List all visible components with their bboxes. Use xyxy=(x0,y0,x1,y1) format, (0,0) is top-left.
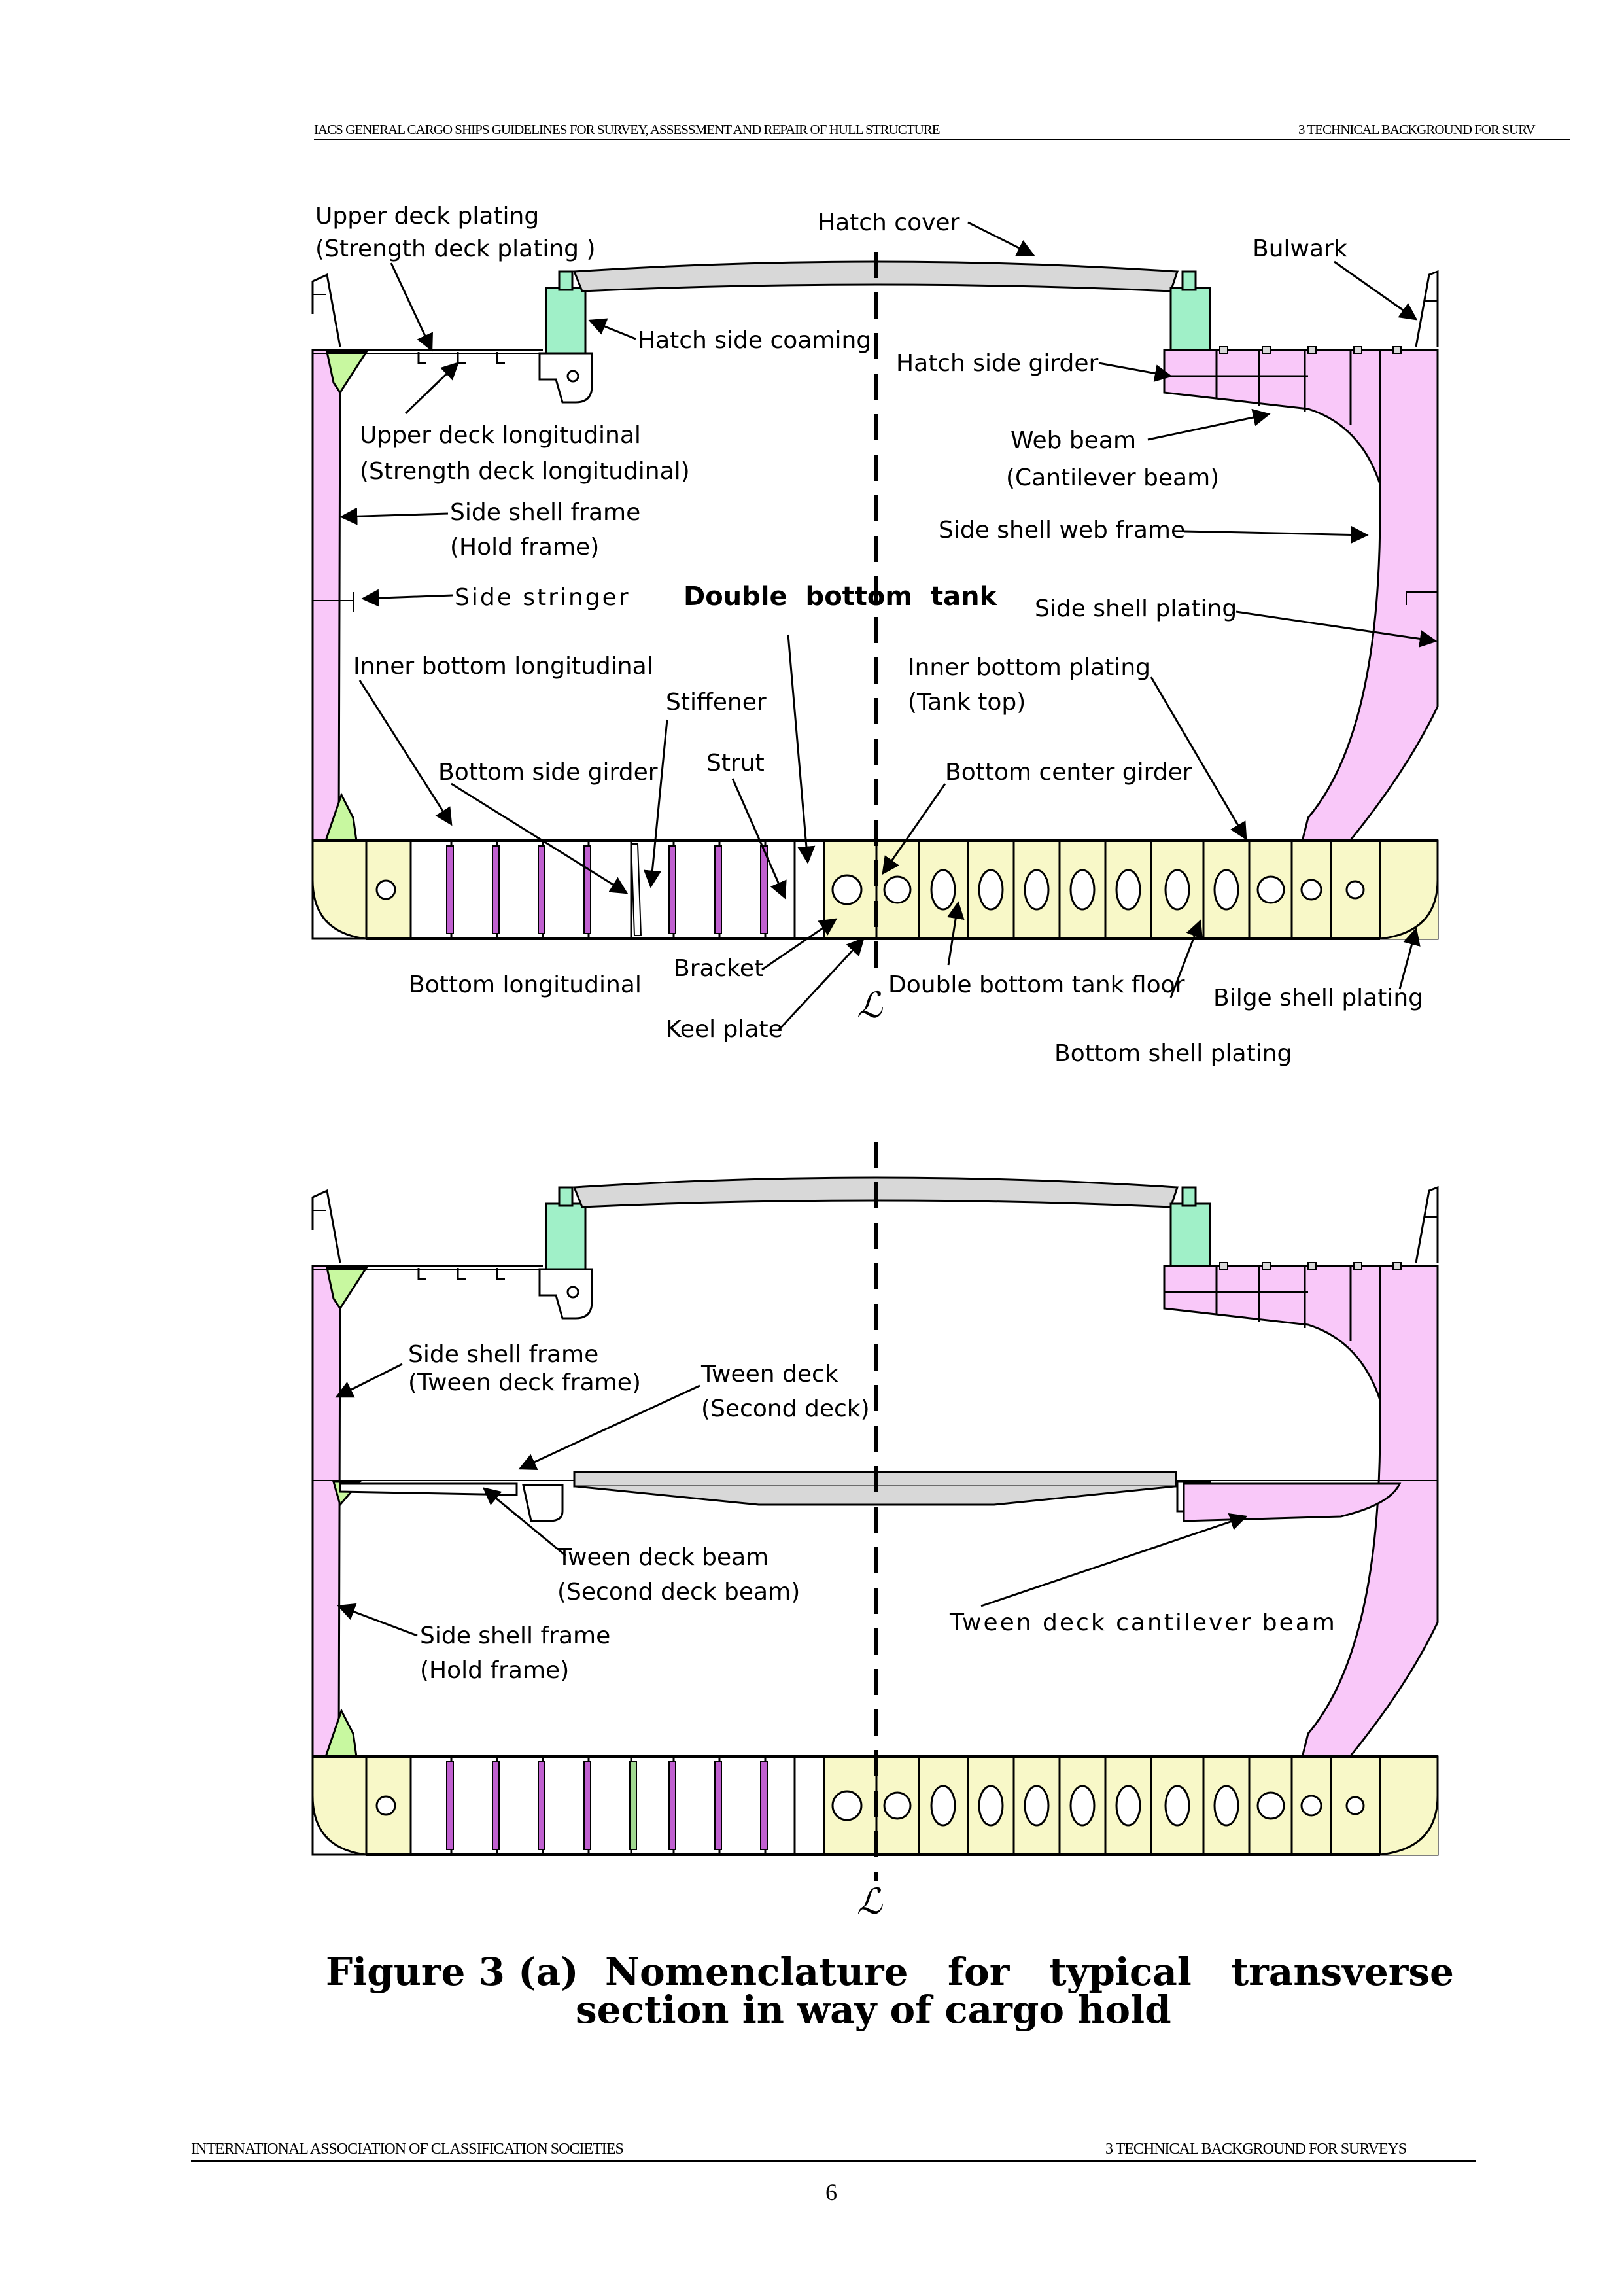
label-tween-deck: Tween deck xyxy=(700,1361,838,1388)
label-hold-frame: (Hold frame) xyxy=(450,534,599,561)
footer-right: 3 TECHNICAL BACKGROUND FOR SURVEYS xyxy=(1105,2141,1407,2158)
label-hatch-side-girder: Hatch side girder xyxy=(896,350,1099,377)
label-side-stringer: Side stringer xyxy=(455,584,631,611)
label-side-shell-frame-hold: Side shell frame xyxy=(420,1622,610,1649)
label-stiffener: Stiffener xyxy=(666,689,767,716)
label-bottom-longitudinal: Bottom longitudinal xyxy=(409,972,642,998)
label-bulwark: Bulwark xyxy=(1253,236,1347,262)
label-second-deck-beam: (Second deck beam) xyxy=(557,1579,800,1605)
page-number: 6 xyxy=(825,2179,837,2205)
label-double-bottom-tank: Double bottom tank xyxy=(683,582,998,612)
label-bracket: Bracket xyxy=(674,955,763,982)
label-tank-top: (Tank top) xyxy=(908,689,1026,716)
header-left: IACS GENERAL CARGO SHIPS GUIDELINES FOR … xyxy=(314,122,941,137)
label-side-shell-web-frame: Side shell web frame xyxy=(939,517,1185,544)
label-side-shell-frame-tween: Side shell frame xyxy=(408,1341,598,1368)
label-tween-deck-cantilever-beam: Tween deck cantilever beam xyxy=(949,1609,1337,1636)
label-keel-plate: Keel plate xyxy=(666,1016,783,1043)
header-right: 3 TECHNICAL BACKGROUND FOR SURV xyxy=(1298,122,1536,137)
label-strength-deck-longitudinal: (Strength deck longitudinal) xyxy=(360,458,690,485)
label-bottom-center-girder: Bottom center girder xyxy=(945,759,1192,786)
figure-caption-line1: Figure 3 (a) Nomenclature for typical tr… xyxy=(326,1950,1454,1994)
header-rule xyxy=(314,139,1570,140)
top-section: Upper deck plating (Strength deck platin… xyxy=(311,203,1439,1067)
leader-lines-bottom xyxy=(335,1363,1248,1637)
label-bilge-shell-plating: Bilge shell plating xyxy=(1213,985,1423,1011)
label-strut: Strut xyxy=(706,750,765,777)
centerline-symbol-bottom: ℒ xyxy=(857,1881,883,1922)
centerline-symbol-top: ℒ xyxy=(857,985,883,1026)
leader-lines-top xyxy=(339,221,1438,1032)
label-side-shell-plating: Side shell plating xyxy=(1035,595,1237,622)
label-cantilever-beam: (Cantilever beam) xyxy=(1006,464,1219,491)
label-bottom-shell-plating: Bottom shell plating xyxy=(1054,1040,1292,1067)
label-web-beam: Web beam xyxy=(1011,427,1136,454)
label-strength-deck-plating: (Strength deck plating ) xyxy=(315,236,595,262)
label-second-deck: (Second deck) xyxy=(701,1395,870,1422)
label-hatch-side-coaming: Hatch side coaming xyxy=(638,327,871,354)
label-upper-deck-longitudinal: Upper deck longitudinal xyxy=(360,422,641,449)
bottom-section: Side shell frame (Tween deck frame) Twee… xyxy=(311,1142,1439,1922)
label-upper-deck-plating: Upper deck plating xyxy=(315,203,539,230)
label-bottom-side-girder: Bottom side girder xyxy=(438,759,658,786)
label-hold-frame-bottom: (Hold frame) xyxy=(420,1657,569,1684)
label-inner-bottom-plating: Inner bottom plating xyxy=(908,654,1150,681)
label-double-bottom-tank-floor: Double bottom tank floor xyxy=(888,972,1185,998)
footer-rule xyxy=(191,2160,1476,2162)
footer-left: INTERNATIONAL ASSOCIATION OF CLASSIFICAT… xyxy=(191,2141,624,2158)
figure-caption-line2: section in way of cargo hold xyxy=(576,1988,1171,2032)
label-side-shell-frame: Side shell frame xyxy=(450,499,640,526)
label-tween-deck-frame: (Tween deck frame) xyxy=(408,1369,641,1396)
label-hatch-cover: Hatch cover xyxy=(818,209,960,236)
label-tween-deck-beam: Tween deck beam xyxy=(557,1544,769,1571)
label-inner-bottom-longitudinal: Inner bottom longitudinal xyxy=(353,653,653,680)
